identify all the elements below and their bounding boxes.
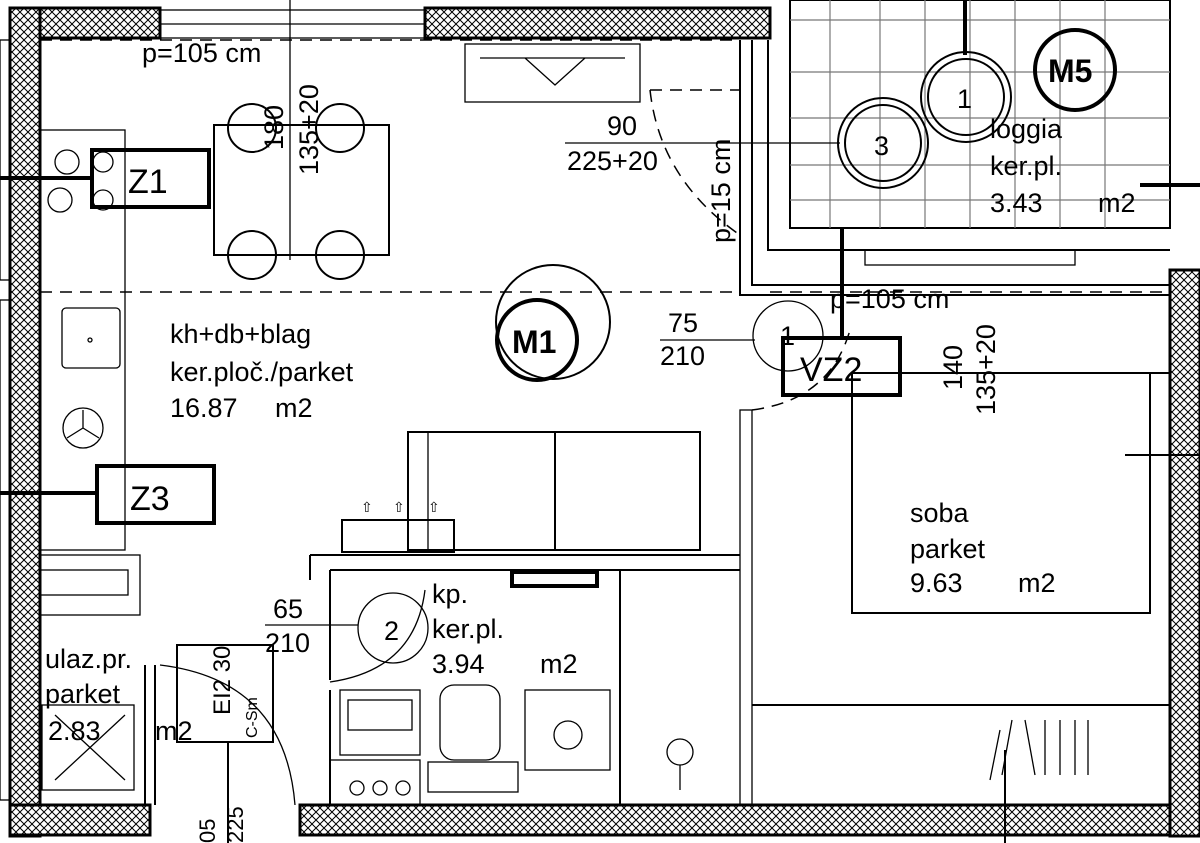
tag-z1: Z1 bbox=[0, 148, 211, 209]
dim-soba-window-height: 135+20 bbox=[971, 324, 1001, 415]
marker-1-loggia: 1 bbox=[920, 51, 1012, 143]
svg-text:M1: M1 bbox=[512, 324, 556, 360]
svg-text:m2: m2 bbox=[275, 393, 313, 423]
marker-3-loggia: 3 bbox=[837, 97, 929, 189]
svg-text:M5: M5 bbox=[1048, 53, 1092, 89]
dim-window-kitchen-height: 135+20 bbox=[294, 84, 324, 175]
bath-door-swing bbox=[329, 589, 426, 683]
svg-text:1: 1 bbox=[957, 84, 972, 114]
dim-room-door-width: 75 bbox=[668, 308, 698, 338]
bathroom-fixtures bbox=[41, 570, 694, 806]
tag-z3: Z3 bbox=[0, 464, 216, 525]
svg-text:m2: m2 bbox=[540, 649, 578, 679]
fire-rating: EI2 30 bbox=[209, 646, 236, 715]
fire-class: C-Sm bbox=[244, 697, 261, 738]
entry-door: EI2 30 C-Sm 05 225 bbox=[159, 644, 296, 843]
svg-text:2.83: 2.83 bbox=[48, 716, 101, 746]
room-loggia: loggia ker.pl. 3.43 m2 bbox=[990, 114, 1136, 218]
exterior-walls bbox=[0, 6, 1200, 838]
tag-m1: M1 bbox=[495, 264, 611, 382]
svg-text:2: 2 bbox=[384, 616, 399, 646]
room-entry: ulaz.pr. parket 2.83 m2 bbox=[45, 644, 193, 746]
svg-text:kh+db+blag: kh+db+blag bbox=[170, 319, 311, 349]
entry-door-height: 225 bbox=[223, 806, 248, 843]
dim-soba-window-width: 140 bbox=[938, 345, 968, 390]
room-door-swing bbox=[751, 329, 851, 411]
bed bbox=[752, 372, 1200, 843]
svg-text:⇧: ⇧ bbox=[361, 499, 373, 515]
tag-vz2: VZ2 bbox=[781, 336, 1170, 397]
dim-window-kitchen-width: 180 bbox=[259, 105, 289, 150]
dining-table bbox=[213, 0, 390, 280]
marker-door-1: 1 bbox=[752, 300, 824, 372]
svg-text:m2: m2 bbox=[1018, 568, 1056, 598]
svg-text:Z1: Z1 bbox=[128, 163, 168, 201]
svg-text:soba: soba bbox=[910, 498, 970, 528]
dim-bath-door-width: 65 bbox=[273, 594, 303, 624]
interior-walls bbox=[144, 40, 1170, 806]
window-kitchen bbox=[159, 9, 426, 39]
svg-text:1: 1 bbox=[780, 321, 795, 351]
svg-text:loggia: loggia bbox=[990, 114, 1063, 144]
svg-text:3.43: 3.43 bbox=[990, 188, 1043, 218]
room-soba: soba parket 9.63 m2 bbox=[910, 498, 1056, 598]
hood bbox=[464, 43, 641, 103]
loggia-door-swing bbox=[649, 89, 741, 236]
svg-text:3: 3 bbox=[874, 131, 889, 161]
svg-text:Z3: Z3 bbox=[130, 480, 170, 518]
dim-loggia-door-height: 225+20 bbox=[567, 146, 658, 176]
dim-soba-window: p=105 cm bbox=[830, 284, 949, 314]
dim-room-door-height: 210 bbox=[660, 341, 705, 371]
svg-text:ker.ploč./parket: ker.ploč./parket bbox=[170, 357, 354, 387]
svg-text:ulaz.pr.: ulaz.pr. bbox=[45, 644, 132, 674]
svg-text:⇧: ⇧ bbox=[428, 499, 440, 515]
sofa: ⇧ ⇧ ⇧ bbox=[341, 431, 701, 553]
room-kitchen-living: kh+db+blag ker.ploč./parket 16.87 m2 bbox=[170, 319, 354, 423]
dim-bath-door-height: 210 bbox=[265, 628, 310, 658]
marker-door-2: 2 bbox=[357, 592, 429, 664]
svg-text:3.94: 3.94 bbox=[432, 649, 485, 679]
room-bathroom: kp. ker.pl. 3.94 m2 bbox=[432, 579, 578, 679]
entry-door-width: 05 bbox=[195, 819, 220, 843]
svg-text:parket: parket bbox=[910, 534, 986, 564]
loggia-tiles bbox=[767, 0, 1200, 340]
svg-text:16.87: 16.87 bbox=[170, 393, 238, 423]
svg-text:parket: parket bbox=[45, 679, 121, 709]
dim-loggia-door-width: 90 bbox=[607, 111, 637, 141]
svg-text:9.63: 9.63 bbox=[910, 568, 963, 598]
tag-m5: M5 bbox=[1033, 28, 1117, 112]
svg-text:m2: m2 bbox=[155, 716, 193, 746]
hood-symbol bbox=[480, 57, 625, 86]
dim-loggia-sill: p=15 cm bbox=[706, 139, 736, 243]
svg-text:ker.pl.: ker.pl. bbox=[432, 614, 504, 644]
svg-text:VZ2: VZ2 bbox=[800, 351, 862, 389]
svg-text:⇧: ⇧ bbox=[393, 499, 405, 515]
svg-text:m2: m2 bbox=[1098, 188, 1136, 218]
svg-text:ker.pl.: ker.pl. bbox=[990, 151, 1062, 181]
dim-window-kitchen: p=105 cm bbox=[142, 38, 261, 68]
svg-text:kp.: kp. bbox=[432, 579, 468, 609]
